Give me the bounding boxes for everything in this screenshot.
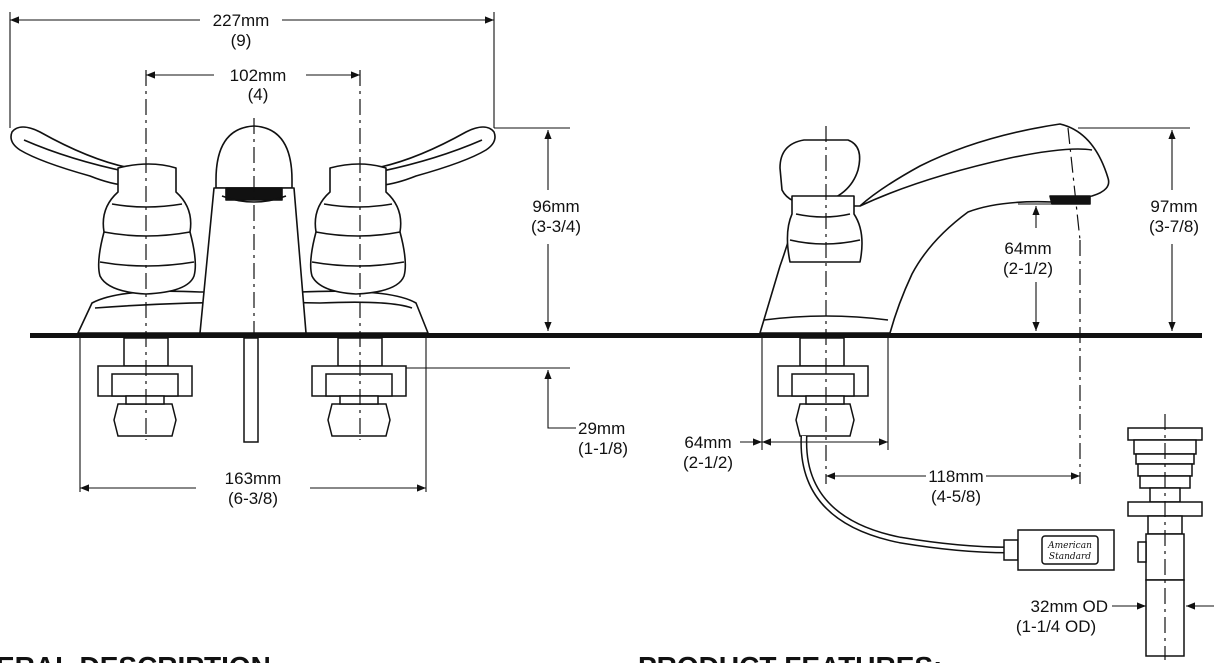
brand-logo-line-2: Standard xyxy=(1049,552,1091,562)
side-base-width-metric: 64mm xyxy=(684,433,731,452)
base-width-imperial: (6-3/8) xyxy=(228,489,278,508)
deck-line xyxy=(30,333,1202,338)
center-spacing-metric: 102mm xyxy=(230,66,287,85)
spout-clearance-imperial: (2-1/2) xyxy=(1003,259,1053,278)
side-height-metric: 97mm xyxy=(1150,197,1197,216)
heading-product-features: PRODUCT FEATURES: xyxy=(638,651,942,663)
extension-lines xyxy=(9,12,1190,610)
brand-logo-line-1: American xyxy=(1047,541,1092,551)
spout-reach-metric: 118mm xyxy=(928,467,983,486)
overall-width-metric: 227mm xyxy=(213,11,270,30)
spout-reach-imperial: (4-5/8) xyxy=(931,487,981,506)
front-height-imperial: (3-3/4) xyxy=(531,217,581,236)
brand-logo: American Standard xyxy=(1047,541,1092,562)
below-deck-imperial: (1-1/8) xyxy=(578,439,628,458)
dimension-labels: 227mm (9) 102mm (4) 96mm (3-3/4) 29mm (1… xyxy=(213,11,1199,636)
base-width-metric: 163mm xyxy=(225,469,282,488)
front-height-metric: 96mm xyxy=(532,197,579,216)
drain-od-imperial: (1-1/4 OD) xyxy=(1016,617,1096,636)
side-view-faucet xyxy=(759,123,1110,334)
section-headings: ERAL DESCRIPTION PRODUCT FEATURES: xyxy=(0,651,942,663)
below-deck-metric: 29mm xyxy=(578,419,625,438)
center-spacing-imperial: (4) xyxy=(248,85,269,104)
side-base-width-imperial: (2-1/2) xyxy=(683,453,733,472)
drain-od-metric: 32mm OD xyxy=(1031,597,1108,616)
dimension-arrows xyxy=(10,16,1214,610)
side-view-undermount xyxy=(777,337,1115,571)
overall-width-imperial: (9) xyxy=(231,31,252,50)
heading-general-description: ERAL DESCRIPTION xyxy=(0,651,271,663)
spout-clearance-metric: 64mm xyxy=(1004,239,1051,258)
center-lines xyxy=(145,70,1166,660)
front-view-faucet xyxy=(10,125,496,334)
side-height-imperial: (3-7/8) xyxy=(1149,217,1199,236)
